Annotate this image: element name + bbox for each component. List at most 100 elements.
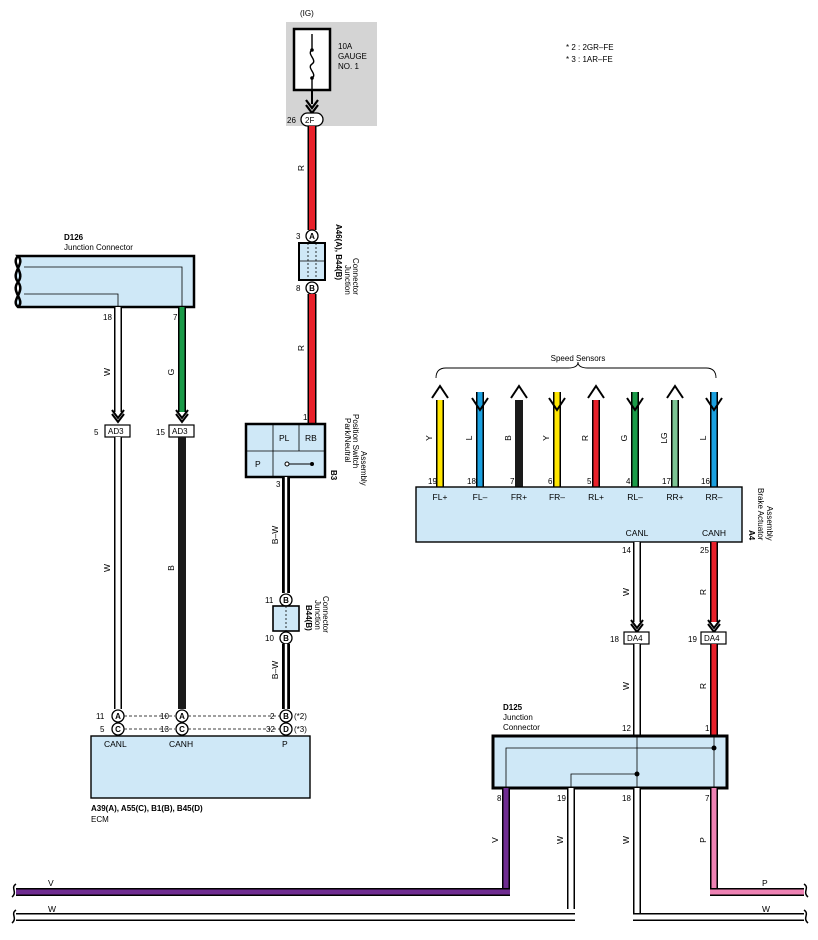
svg-text:DA4: DA4 bbox=[704, 634, 720, 643]
svg-text:Assembly: Assembly bbox=[765, 506, 774, 541]
speed-sensors-title: Speed Sensors bbox=[551, 354, 606, 363]
jc-a46-code: A46(A), B44(B) bbox=[334, 224, 343, 280]
svg-text:B: B bbox=[503, 435, 513, 441]
svg-text:5: 5 bbox=[587, 477, 592, 486]
svg-text:32: 32 bbox=[266, 725, 275, 734]
wire-color-w1: W bbox=[102, 368, 112, 376]
svg-text:(*2): (*2) bbox=[294, 712, 307, 721]
b3-code: B3 bbox=[329, 470, 338, 481]
fuse-block: (IG) 10A GAUGE NO. 1 26 2F bbox=[286, 9, 377, 127]
svg-text:7: 7 bbox=[173, 313, 178, 322]
svg-text:7: 7 bbox=[705, 794, 710, 803]
note-1ar: * 3 : 1AR–FE bbox=[566, 55, 613, 64]
svg-text:11: 11 bbox=[265, 596, 274, 605]
svg-text:7: 7 bbox=[510, 477, 515, 486]
svg-text:DA4: DA4 bbox=[627, 634, 643, 643]
ecm-block: A 11 C 5 A 10 C 13 B 2 (*2) D 32 (*3) CA… bbox=[90, 709, 311, 824]
svg-text:14: 14 bbox=[622, 546, 631, 555]
wire-color-p: P bbox=[698, 837, 708, 843]
d126-name: Junction Connector bbox=[64, 243, 133, 252]
a4-code: A4 bbox=[747, 530, 756, 541]
b3-pin-bot: 3 bbox=[276, 480, 281, 489]
svg-text:L: L bbox=[464, 435, 474, 440]
wire-color-r1: R bbox=[296, 165, 306, 171]
ig-label: (IG) bbox=[300, 9, 314, 18]
b3-pin-top: 1 bbox=[303, 413, 308, 422]
svg-text:10: 10 bbox=[265, 634, 274, 643]
speed-sensors-brace bbox=[435, 361, 717, 379]
svg-text:PL: PL bbox=[279, 433, 290, 443]
jc-a46-pin-top: 3 bbox=[296, 232, 301, 241]
bus-label-w: W bbox=[48, 904, 56, 914]
ecm-name: ECM bbox=[91, 815, 109, 824]
svg-text:FR–: FR– bbox=[549, 492, 565, 502]
svg-text:1: 1 bbox=[705, 724, 710, 733]
svg-text:18: 18 bbox=[622, 794, 631, 803]
d126-code: D126 bbox=[64, 233, 84, 242]
wire-color-w3: W bbox=[621, 588, 631, 596]
wire-color-w4: W bbox=[621, 682, 631, 690]
svg-text:18: 18 bbox=[103, 313, 112, 322]
connector-da4: 18 DA4 19 DA4 bbox=[610, 631, 727, 645]
svg-text:C: C bbox=[179, 725, 185, 734]
svg-text:13: 13 bbox=[160, 725, 169, 734]
fuse-element-icon bbox=[309, 34, 315, 92]
wire-color-bw1: B–W bbox=[270, 526, 280, 544]
svg-text:RL+: RL+ bbox=[588, 492, 604, 502]
svg-text:12: 12 bbox=[622, 724, 631, 733]
svg-text:Y: Y bbox=[541, 435, 551, 441]
svg-text:G: G bbox=[619, 435, 629, 442]
wire-color-bw2: B–W bbox=[270, 661, 280, 679]
svg-text:P: P bbox=[282, 739, 288, 749]
svg-text:AD3: AD3 bbox=[108, 427, 124, 436]
d125-code: D125 bbox=[503, 703, 523, 712]
svg-text:RL–: RL– bbox=[627, 492, 643, 502]
svg-text:2: 2 bbox=[270, 712, 275, 721]
wire-color-g: G bbox=[166, 369, 176, 376]
speed-sensor-labels: Y L B Y R G LG L 19 18 7 6 5 4 17 16 bbox=[424, 432, 710, 486]
svg-text:RB: RB bbox=[305, 433, 317, 443]
svg-text:19: 19 bbox=[557, 794, 566, 803]
svg-text:5: 5 bbox=[94, 428, 99, 437]
svg-text:(*3): (*3) bbox=[294, 725, 307, 734]
svg-text:15: 15 bbox=[156, 428, 165, 437]
svg-text:Y: Y bbox=[424, 435, 434, 441]
jc-a46-name2: Connector bbox=[351, 258, 360, 295]
wire-color-w2: W bbox=[102, 564, 112, 572]
bus-label-w2: W bbox=[762, 904, 770, 914]
jc-a46-name1: Junction bbox=[343, 265, 352, 295]
bus-label-v: V bbox=[48, 878, 54, 888]
svg-text:Assembly: Assembly bbox=[359, 451, 368, 486]
svg-text:Connector: Connector bbox=[321, 596, 330, 633]
can-bus: V P W W bbox=[11, 878, 809, 924]
ecm-code: A39(A), A55(C), B1(B), B45(D) bbox=[91, 804, 203, 813]
junction-connector-d126: D126 Junction Connector 18 7 bbox=[14, 233, 196, 322]
bus-label-p: P bbox=[762, 878, 768, 888]
junction-connector-a46: A 3 B 8 A46(A), B44(B) Junction Connecto… bbox=[296, 224, 360, 295]
junction-connector-b44: B 11 B 10 B44(B) Junction Connector bbox=[265, 593, 330, 645]
brake-actuator-a4: FL+ FL– FR+ FR– RL+ RL– RR+ RR– CANL CAN… bbox=[415, 486, 774, 555]
note-2gr: * 2 : 2GR–FE bbox=[566, 43, 614, 52]
svg-text:17: 17 bbox=[662, 477, 671, 486]
svg-text:D: D bbox=[283, 725, 289, 734]
park-neutral-switch: 1 PL RB P B3 Park/Neutral Position Switc… bbox=[244, 413, 368, 489]
wire-color-r2: R bbox=[296, 345, 306, 351]
svg-text:Position Switch: Position Switch bbox=[351, 414, 360, 468]
svg-text:16: 16 bbox=[701, 477, 710, 486]
svg-text:B: B bbox=[283, 634, 289, 643]
svg-text:CANH: CANH bbox=[702, 528, 726, 538]
svg-text:CANL: CANL bbox=[626, 528, 649, 538]
svg-text:19: 19 bbox=[428, 477, 437, 486]
jc-a46-pin-bot: 8 bbox=[296, 284, 301, 293]
wire-color-w5: W bbox=[555, 836, 565, 844]
fuse-name-2: NO. 1 bbox=[338, 62, 359, 71]
svg-text:L: L bbox=[698, 435, 708, 440]
svg-text:RR+: RR+ bbox=[666, 492, 683, 502]
svg-text:C: C bbox=[115, 725, 121, 734]
fuse-name-1: GAUGE bbox=[338, 52, 367, 61]
svg-text:LG: LG bbox=[659, 432, 669, 443]
svg-text:CANL: CANL bbox=[104, 739, 127, 749]
svg-text:11: 11 bbox=[96, 712, 105, 721]
fuse-connector-code: 2F bbox=[305, 116, 314, 125]
